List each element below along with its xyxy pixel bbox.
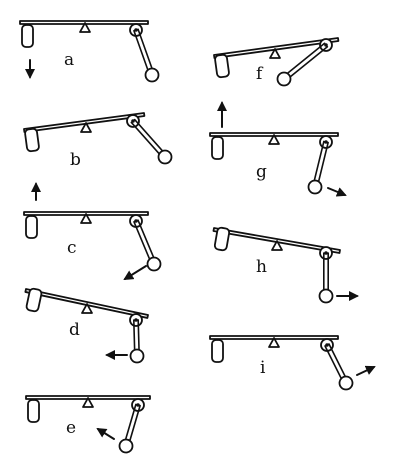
- pendulum-bob: [318, 288, 334, 304]
- counterweight: [24, 127, 40, 153]
- panel-label: c: [67, 238, 77, 258]
- fulcrum: [81, 303, 93, 314]
- motion-arrow: [123, 265, 147, 281]
- pendulum-rod: [133, 118, 168, 157]
- pendulum-bob: [129, 348, 145, 364]
- pendulum-bob: [157, 149, 173, 165]
- pendulum-rod: [281, 42, 326, 79]
- fulcrum: [271, 240, 283, 251]
- panel-label: a: [64, 50, 74, 70]
- fulcrum: [269, 48, 281, 59]
- pendulum-pivot-center: [324, 251, 328, 255]
- beam: [213, 37, 340, 59]
- pendulum-bob: [307, 179, 323, 195]
- pendulum-rod: [133, 221, 153, 266]
- panel-label: d: [69, 320, 80, 340]
- pendulum-rod: [123, 403, 137, 447]
- panel-h: h: [212, 226, 359, 304]
- pendulum-rod: [137, 28, 155, 76]
- panel-a: a: [19, 20, 160, 83]
- beam: [19, 20, 149, 25]
- pendulum-pivot-center: [324, 43, 328, 47]
- counterweight: [21, 24, 34, 48]
- fulcrum: [268, 134, 280, 145]
- panel-c: c: [23, 211, 162, 281]
- pendulum-pivot-center: [136, 403, 140, 407]
- pendulum-bob: [118, 438, 134, 454]
- counterweight: [211, 339, 224, 363]
- panel-label: b: [70, 150, 81, 170]
- counterweight: [25, 215, 38, 239]
- pendulum-rod: [127, 404, 141, 448]
- pendulum-rod: [130, 121, 165, 160]
- pendulum-pivot-center: [134, 28, 138, 32]
- pendulum-pivot-center: [325, 343, 329, 347]
- beam: [23, 112, 146, 133]
- pendulum-pivot-center: [134, 219, 138, 223]
- panel-f: f: [213, 37, 340, 128]
- panel-e: e: [25, 395, 151, 454]
- pendulum-rod: [137, 219, 157, 264]
- motion-arrow: [327, 187, 347, 197]
- motion-arrow: [356, 365, 376, 376]
- pendulum-pivot-center: [324, 140, 328, 144]
- fulcrum: [82, 397, 94, 408]
- pendulum-rod: [316, 141, 329, 189]
- panel-label: h: [256, 257, 267, 277]
- panel-g: g: [209, 132, 347, 197]
- pendulum-rod: [324, 345, 345, 385]
- fulcrum: [80, 213, 92, 224]
- counterweight: [214, 53, 230, 79]
- pendulum-rod: [328, 343, 349, 383]
- panel-label: f: [256, 64, 264, 84]
- fulcrum: [80, 122, 92, 133]
- counterweight: [211, 136, 224, 160]
- pendulum-rod: [284, 45, 329, 82]
- panel-label: i: [260, 358, 266, 378]
- panel-d: d: [24, 287, 149, 364]
- pendulum-bob: [338, 375, 354, 391]
- counterweight: [25, 287, 43, 313]
- pendulum-bob: [144, 67, 160, 83]
- pendulum-pivot-center: [131, 119, 135, 123]
- panel-b: b: [23, 112, 173, 201]
- panel-label: e: [66, 418, 76, 438]
- pendulum-bob: [146, 256, 162, 272]
- pendulum-bob: [276, 71, 292, 87]
- pendulum-pivot-center: [134, 318, 138, 322]
- counterweight: [27, 399, 40, 423]
- fulcrum: [79, 22, 91, 33]
- panel-i: i: [209, 335, 376, 391]
- counterweight: [213, 226, 231, 252]
- panel-label: g: [256, 162, 267, 182]
- pendulum-rod: [312, 140, 325, 188]
- motion-arrow: [96, 427, 115, 440]
- fulcrum: [268, 337, 280, 348]
- pendulum-rod: [133, 29, 151, 77]
